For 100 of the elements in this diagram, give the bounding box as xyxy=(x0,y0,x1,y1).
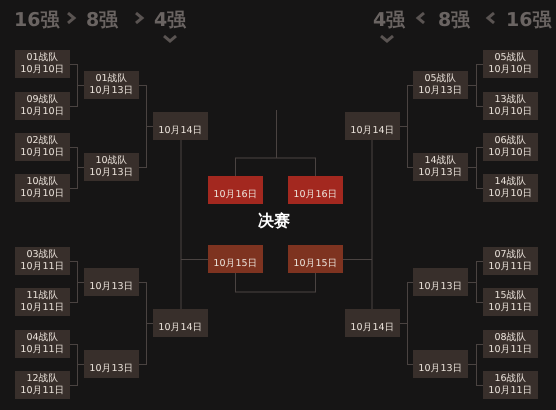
match-box xyxy=(84,350,139,378)
round-heading: 16强 xyxy=(506,8,552,33)
match-box xyxy=(413,71,468,99)
match-date: 10月13日 xyxy=(417,85,464,97)
match-date: 10月11日 xyxy=(487,261,534,273)
bracket-line xyxy=(70,85,84,107)
match-date: 10月13日 xyxy=(88,85,135,97)
team-name: 01战队 xyxy=(94,73,129,85)
match-box xyxy=(483,174,538,202)
bracket-line xyxy=(468,85,484,107)
team-name: 09战队 xyxy=(25,94,60,106)
round-heading: 16强 xyxy=(14,8,60,33)
bracket-line xyxy=(235,272,316,292)
match-box xyxy=(15,247,70,275)
team-name: 14战队 xyxy=(423,155,458,167)
bracket-line xyxy=(468,282,484,303)
match-box xyxy=(483,288,538,316)
match-box xyxy=(84,268,139,296)
team-name: 12战队 xyxy=(25,373,60,385)
match-box xyxy=(345,309,400,337)
match-box xyxy=(483,92,538,120)
bracket-line xyxy=(70,167,84,189)
bracket-line xyxy=(468,364,484,386)
match-date: 10月10日 xyxy=(487,188,534,200)
match-box xyxy=(84,153,139,181)
team-name: 03战队 xyxy=(25,249,60,261)
match-date: 10月14日 xyxy=(349,125,396,137)
bracket-line xyxy=(180,259,208,310)
match-date: 10月14日 xyxy=(157,322,204,334)
match-date: 10月11日 xyxy=(487,385,534,397)
bracket-line xyxy=(70,364,84,386)
bracket-line xyxy=(235,158,316,176)
match-date: 10月14日 xyxy=(349,322,396,334)
match-box xyxy=(288,245,343,273)
match-date: 10月14日 xyxy=(157,125,204,137)
match-date: 10月10日 xyxy=(19,188,66,200)
match-box xyxy=(15,371,70,399)
team-name: 10战队 xyxy=(94,155,129,167)
match-date: 10月13日 xyxy=(88,363,135,375)
match-date: 10月11日 xyxy=(487,344,534,356)
match-date: 10月11日 xyxy=(19,302,66,314)
match-date: 10月15日 xyxy=(292,258,339,270)
match-date: 10月16日 xyxy=(292,189,339,201)
team-name: 01战队 xyxy=(25,52,60,64)
match-box xyxy=(15,92,70,120)
bracket-line xyxy=(400,323,414,365)
match-box xyxy=(15,288,70,316)
team-name: 04战队 xyxy=(25,332,60,344)
match-box xyxy=(483,247,538,275)
match-date: 10月13日 xyxy=(88,167,135,179)
team-name: 11战队 xyxy=(25,290,60,302)
round-heading: 4强 xyxy=(373,8,406,33)
match-date: 10月10日 xyxy=(487,147,534,159)
team-name: 10战队 xyxy=(25,176,60,188)
team-name: 07战队 xyxy=(493,249,528,261)
bracket-line xyxy=(70,282,84,303)
match-date: 10月10日 xyxy=(19,147,66,159)
match-box xyxy=(413,268,468,296)
match-date: 10月11日 xyxy=(19,261,66,273)
match-date: 10月11日 xyxy=(487,302,534,314)
bracket-line xyxy=(138,323,154,365)
match-box xyxy=(288,176,343,204)
match-box xyxy=(413,350,468,378)
match-box xyxy=(483,50,538,78)
team-name: 05战队 xyxy=(423,73,458,85)
match-box xyxy=(413,153,468,181)
bracket-line xyxy=(400,126,414,168)
match-box xyxy=(15,174,70,202)
match-box xyxy=(15,330,70,358)
match-box xyxy=(483,133,538,161)
bracket-line xyxy=(342,259,372,310)
bracket-line xyxy=(468,167,484,189)
round-heading: 4强 xyxy=(154,8,186,33)
match-box xyxy=(153,309,208,337)
team-name: 16战队 xyxy=(493,373,528,385)
team-name: 02战队 xyxy=(25,135,60,147)
match-box xyxy=(15,133,70,161)
team-name: 14战队 xyxy=(493,176,528,188)
team-name: 08战队 xyxy=(493,332,528,344)
match-box xyxy=(208,176,263,204)
match-date: 10月10日 xyxy=(487,106,534,118)
match-date: 10月10日 xyxy=(19,64,66,76)
match-date: 10月16日 xyxy=(212,189,259,201)
match-date: 10月11日 xyxy=(19,344,66,356)
match-box xyxy=(483,330,538,358)
match-box xyxy=(208,245,263,273)
match-box xyxy=(15,50,70,78)
match-date: 10月13日 xyxy=(417,281,464,293)
match-box xyxy=(84,71,139,99)
match-date: 10月13日 xyxy=(88,281,135,293)
final-heading: 决赛 xyxy=(258,211,290,232)
match-date: 10月15日 xyxy=(212,258,259,270)
team-name: 05战队 xyxy=(493,52,528,64)
match-date: 10月10日 xyxy=(19,106,66,118)
round-heading: 8强 xyxy=(86,8,118,33)
bracket-line xyxy=(138,126,154,168)
match-date: 10月10日 xyxy=(487,64,534,76)
match-date: 10月11日 xyxy=(19,385,66,397)
match-box xyxy=(153,112,208,140)
match-date: 10月13日 xyxy=(417,363,464,375)
